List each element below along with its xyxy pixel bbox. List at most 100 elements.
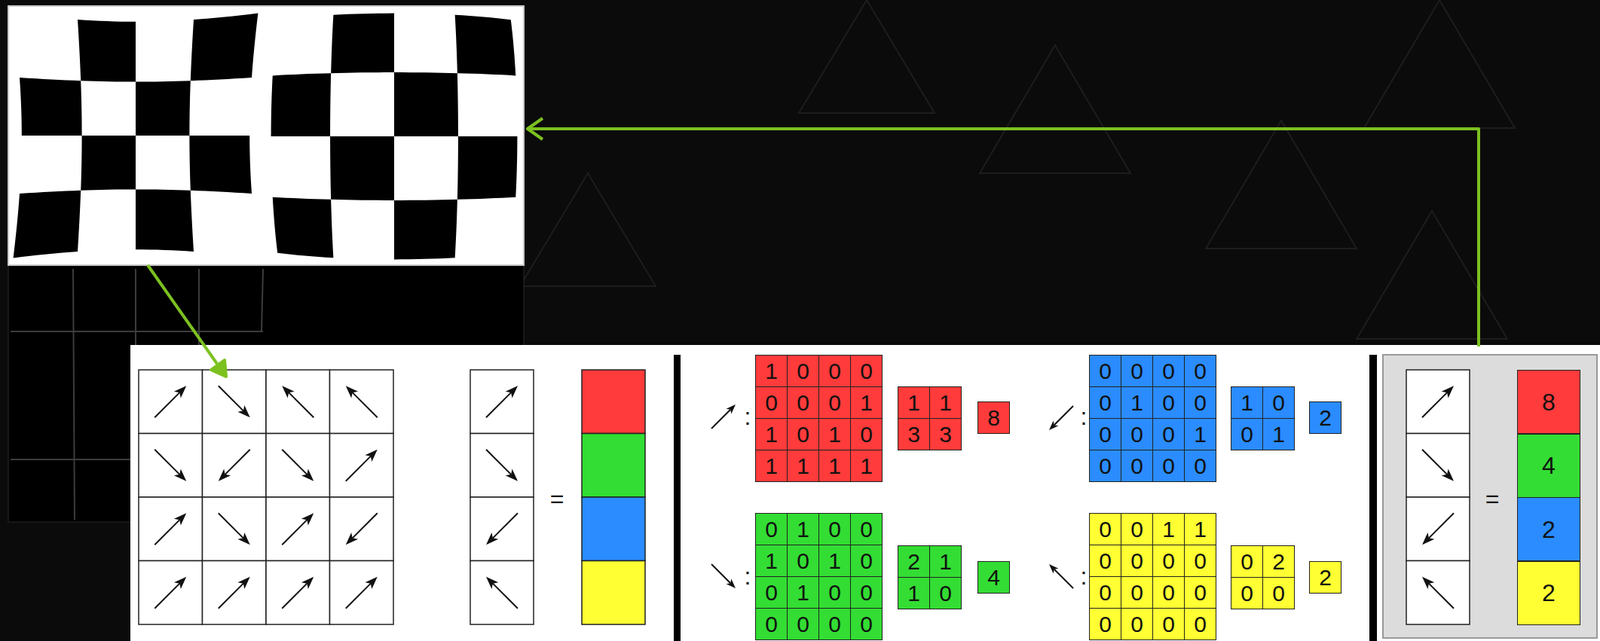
- arrow-shaft: [281, 520, 307, 545]
- direction-arrow: [154, 513, 187, 545]
- mask-cell: 1: [1183, 513, 1217, 546]
- arrow-cell: [1406, 561, 1470, 626]
- colon: :: [1080, 564, 1088, 589]
- flow-arrows: [147, 118, 1479, 377]
- arrow-cell: [470, 434, 534, 499]
- arrow-shaft: [1422, 449, 1448, 475]
- result-panel: [1382, 354, 1597, 639]
- checker-square: [394, 72, 459, 137]
- arrow-shaft: [154, 520, 180, 545]
- arrow-cell: [202, 497, 267, 562]
- mask-cell: 0: [1089, 544, 1122, 578]
- direction-arrow: [345, 513, 378, 545]
- count-box: 2: [1309, 401, 1342, 435]
- arrow-head: [1422, 577, 1435, 590]
- mask-cell: 1: [818, 449, 851, 483]
- mask-cell: 1: [850, 386, 883, 420]
- arrow-cell: [138, 497, 203, 562]
- arrow-head: [1441, 385, 1454, 398]
- arrow-cell: [330, 561, 395, 626]
- mask-cell: 0: [850, 608, 883, 641]
- checkerboards: [13, 13, 518, 261]
- arrow-cell: [1406, 370, 1470, 435]
- direction-arrow: [345, 385, 378, 418]
- mask-cell: 0: [1120, 513, 1154, 546]
- checker-square: [272, 197, 334, 259]
- pooled-cell: 1: [897, 577, 931, 610]
- mask-cell: 1: [818, 418, 851, 451]
- checkerboard: [13, 13, 259, 259]
- result-box: 2: [1517, 497, 1581, 562]
- mask-cell: 0: [850, 576, 883, 609]
- mask-cell: 0: [818, 608, 851, 641]
- equals-sign: =: [1485, 486, 1500, 511]
- count-value: 8: [1541, 390, 1556, 415]
- direction-arrow: [1422, 577, 1454, 609]
- arrow-shaft: [345, 456, 371, 482]
- arrow-cell: [266, 561, 331, 626]
- mask-cell: 0: [786, 418, 820, 451]
- arrow-shaft: [486, 392, 511, 418]
- mask-cell: 0: [786, 608, 820, 641]
- arrow-shaft: [492, 513, 518, 539]
- arrow-shaft: [1422, 392, 1448, 418]
- mask-cell: 0: [1183, 544, 1217, 578]
- equals-sign: =: [550, 486, 565, 511]
- pooled-cell: 1: [897, 386, 931, 420]
- result-box: 8: [1517, 370, 1581, 435]
- arrow-shaft: [154, 449, 180, 475]
- direction-arrow: [154, 385, 187, 418]
- mask-cell: 0: [1183, 354, 1217, 388]
- arrow-head: [1049, 421, 1059, 431]
- arrow-shaft: [218, 584, 244, 609]
- result-box: 2: [1517, 561, 1581, 626]
- mask-cell: 0: [1152, 354, 1185, 388]
- arrow-head: [345, 385, 358, 398]
- arrow-shaft: [1054, 406, 1074, 426]
- arrow-cell: [138, 370, 203, 435]
- mask-cell: 1: [786, 513, 820, 546]
- color-bin: [581, 561, 646, 626]
- decor-triangle: [1364, 0, 1515, 129]
- arrow-head: [486, 532, 499, 545]
- arrow-shaft: [154, 584, 180, 609]
- arrow-cell: [138, 434, 203, 499]
- arrow-head: [1422, 532, 1435, 545]
- mask-cell: 0: [1089, 418, 1122, 451]
- direction-arrow: [218, 385, 251, 418]
- color-bin: [581, 434, 646, 499]
- mask-cell: 0: [1120, 449, 1154, 483]
- pooled-cell: 2: [1262, 545, 1295, 579]
- arrow-cell: [1406, 497, 1470, 562]
- mask-cell: 0: [1183, 449, 1217, 483]
- count-value: 2: [1541, 581, 1556, 606]
- count-value: 2: [1541, 517, 1556, 542]
- mask-cell: 0: [850, 418, 883, 451]
- mask-cell: 0: [1089, 449, 1122, 483]
- direction-arrow: [218, 513, 251, 545]
- arrow-cell: [266, 434, 331, 499]
- mask-cell: 0: [1183, 576, 1217, 609]
- direction-arrow: [281, 513, 314, 545]
- arrow-cell: [330, 497, 395, 562]
- arrow-head: [237, 577, 250, 590]
- mask-cell: 1: [850, 449, 883, 483]
- mask-cell: 0: [818, 513, 851, 546]
- arrow-shaft: [711, 564, 731, 584]
- arrow-shaft: [1054, 569, 1074, 589]
- mask-cell: 0: [1183, 386, 1217, 420]
- arrow-shaft: [225, 449, 251, 475]
- direction-arrow: [1049, 564, 1074, 589]
- decor-triangle: [798, 0, 935, 114]
- count-value: 2: [1318, 406, 1332, 430]
- arrow-cell: [1406, 434, 1470, 499]
- pooled-cell: 2: [897, 545, 931, 579]
- arrow-shaft: [281, 449, 307, 475]
- mask-cell: 0: [1152, 576, 1185, 609]
- arrow-head: [174, 577, 187, 590]
- mask-cell: 1: [755, 418, 788, 451]
- checker-square: [330, 13, 395, 74]
- checker-square: [135, 189, 194, 252]
